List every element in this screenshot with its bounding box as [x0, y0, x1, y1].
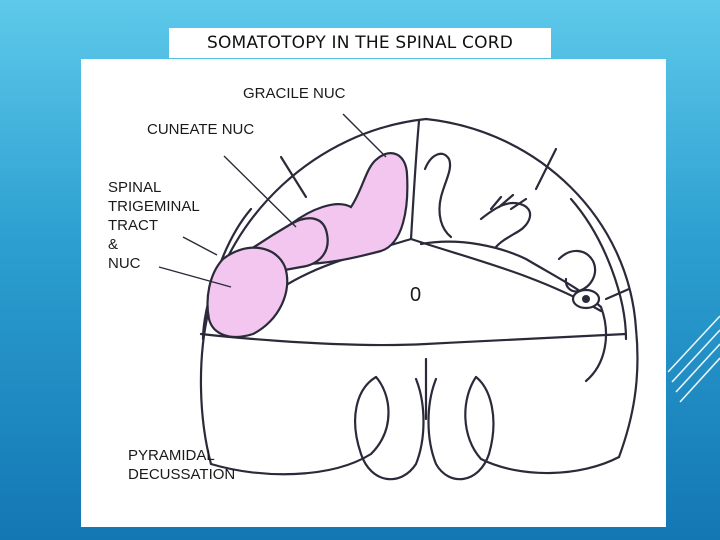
label-trigeminal-5: NUC: [108, 255, 141, 272]
decorative-stripes: [667, 315, 720, 403]
central-gray: [239, 237, 603, 323]
partition-right-upper: [534, 147, 558, 191]
label-pyramidal-1: PYRAMIDAL: [128, 447, 215, 464]
label-pyramidal-2: DECUSSATION: [128, 466, 235, 483]
homunculus-face: [557, 249, 597, 293]
slide-title: SOMATOTOPY IN THE SPINAL CORD: [169, 28, 551, 58]
pyramid-left: [354, 375, 425, 481]
pointer-trigeminal-b: [158, 266, 232, 288]
pointer-gracile: [342, 113, 387, 158]
spinal-cord-diagram: GRACILE NUC CUNEATE NUC SPINAL TRIGEMINA…: [108, 85, 639, 483]
posterior-median-septum: [409, 119, 421, 241]
label-trigeminal-4: &: [108, 236, 118, 253]
label-trigeminal-3: TRACT: [108, 217, 158, 234]
label-gracile: GRACILE NUC: [243, 85, 346, 102]
homunculus-eye: [571, 288, 601, 310]
homunculus-hand: [479, 201, 532, 249]
homunculus-leg: [423, 152, 453, 239]
central-canal-marker: 0: [410, 284, 421, 306]
label-trigeminal-2: TRIGEMINAL: [108, 198, 200, 215]
diagram-panel: GRACILE NUC CUNEATE NUC SPINAL TRIGEMINA…: [81, 59, 666, 527]
right-dorsal-region: [419, 240, 608, 383]
gray-matter-border: [199, 332, 628, 347]
label-trigeminal-1: SPINAL: [108, 179, 161, 196]
pointer-cuneate: [223, 155, 297, 228]
spinal-trigeminal-nucleus: [206, 246, 289, 338]
pyramid-right: [427, 375, 495, 481]
pointer-trigeminal-a: [182, 236, 218, 256]
partition-right-mid: [604, 287, 631, 301]
homunculus-fingers: [489, 193, 528, 211]
partition-left-upper: [279, 155, 308, 199]
label-cuneate: CUNEATE NUC: [147, 121, 254, 138]
